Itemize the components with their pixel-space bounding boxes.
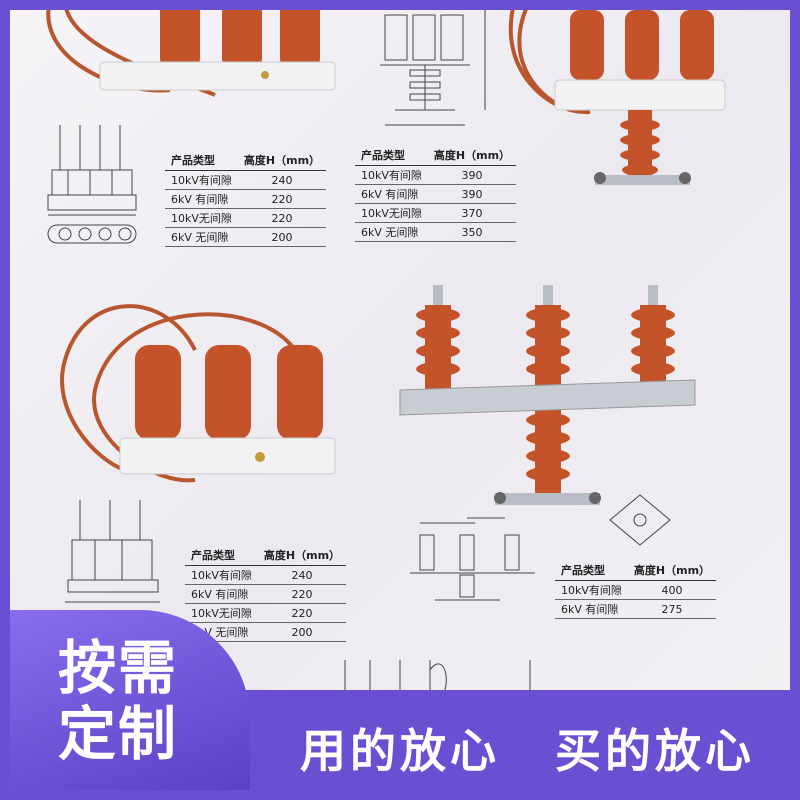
table-header: 高度H（mm） xyxy=(237,150,327,171)
table-cell: 220 xyxy=(237,189,327,209)
table-cell: 400 xyxy=(627,580,717,600)
table-cell: 370 xyxy=(427,203,517,223)
table-header: 产品类型 xyxy=(355,145,428,166)
badge-line-2: 定制 xyxy=(58,700,179,768)
table-cell: 240 xyxy=(257,565,347,585)
arrester-photo-top-left xyxy=(40,0,340,110)
table-header: 高度H（mm） xyxy=(257,545,347,566)
table-cell: 6kV 无间隙 xyxy=(355,222,428,242)
table-cell: 275 xyxy=(627,599,717,619)
table-header: 产品类型 xyxy=(165,150,238,171)
table-header: 高度H（mm） xyxy=(627,560,717,581)
mounting-plate-drawing xyxy=(600,485,680,555)
table-cell: 6kV 有间隙 xyxy=(555,599,628,619)
table-cell: 6kV 有间隙 xyxy=(165,189,238,209)
table-cell: 220 xyxy=(237,208,327,228)
table-cell: 6kV 有间隙 xyxy=(355,184,428,204)
table-cell: 200 xyxy=(257,622,347,642)
table-cell: 6kV 无间隙 xyxy=(165,227,238,247)
custom-badge xyxy=(0,610,250,800)
table-cell: 220 xyxy=(257,603,347,623)
table-cell: 10kV无间隙 xyxy=(355,203,428,223)
dimension-drawing-3 xyxy=(60,490,180,615)
table-cell: 10kV有间隙 xyxy=(165,170,238,190)
arrester-photo-middle-left xyxy=(55,300,345,490)
arrester-photo-top-right xyxy=(500,0,740,200)
table-cell: 220 xyxy=(257,584,347,604)
table-cell: 10kV无间隙 xyxy=(165,208,238,228)
table-cell: 10kV无间隙 xyxy=(185,603,258,623)
dimension-drawing-1 xyxy=(40,115,150,260)
table-cell: 6kV 有间隙 xyxy=(185,584,258,604)
dimension-drawing-2 xyxy=(375,0,495,135)
slogan-left: 用的放心 xyxy=(300,724,500,778)
table-cell: 240 xyxy=(237,170,327,190)
slogan-right: 买的放心 xyxy=(555,724,755,778)
table-cell: 10kV有间隙 xyxy=(555,580,628,600)
badge-line-1: 按需 xyxy=(58,634,179,702)
table-cell: 390 xyxy=(427,184,517,204)
table-header: 产品类型 xyxy=(555,560,628,581)
table-cell: 10kV有间隙 xyxy=(185,565,258,585)
table-cell: 350 xyxy=(427,222,517,242)
table-cell: 10kV有间隙 xyxy=(355,165,428,185)
dimension-drawing-4 xyxy=(405,515,545,615)
table-cell: 200 xyxy=(237,227,327,247)
table-header: 产品类型 xyxy=(185,545,258,566)
table-cell: 390 xyxy=(427,165,517,185)
insulator-arrester-photo xyxy=(395,275,705,520)
table-header: 高度H（mm） xyxy=(427,145,517,166)
